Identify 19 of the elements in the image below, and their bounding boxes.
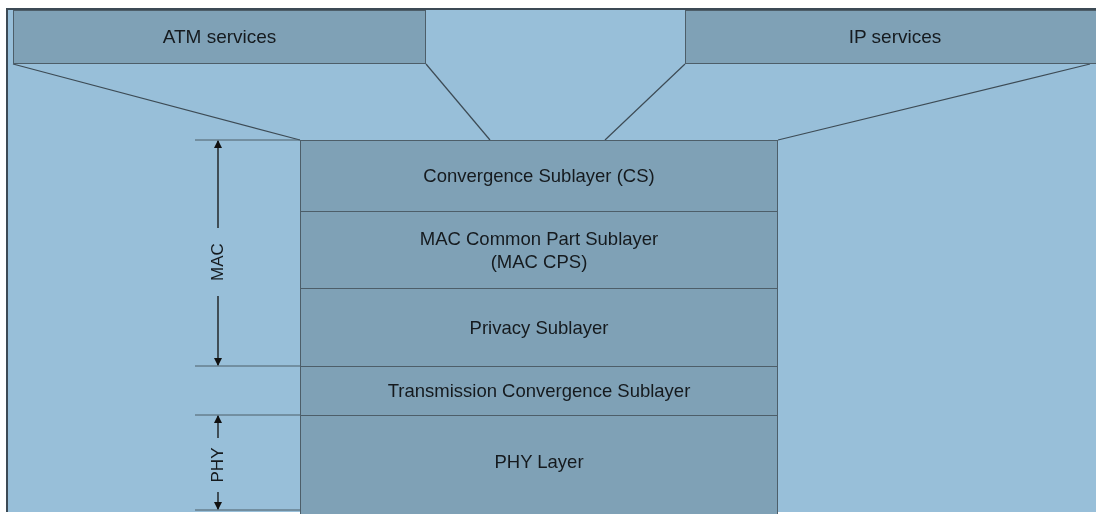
service-box (685, 10, 1096, 64)
funnel-line (604, 63, 686, 141)
dimension-label: PHY (208, 447, 228, 483)
layer-box (300, 366, 778, 416)
layer-label: Privacy Sublayer (469, 315, 609, 340)
layer-label: MAC Common Part Sublayer (MAC CPS) (418, 226, 660, 274)
service-box (13, 10, 426, 64)
layer-box (300, 415, 778, 514)
funnel-line (425, 63, 491, 141)
layer-box (300, 288, 778, 367)
layer-label: IP services (848, 25, 942, 49)
layer-label: Transmission Convergence Sublayer (387, 379, 691, 403)
layer-box (300, 140, 778, 212)
layer-label: Convergence Sublayer (CS) (423, 164, 655, 188)
dimension-label: MAC (208, 243, 228, 281)
layer-label: ATM services (162, 25, 277, 49)
layer-label: PHY Layer (494, 450, 584, 474)
layer-box (300, 211, 778, 289)
funnel-line (777, 63, 1091, 141)
